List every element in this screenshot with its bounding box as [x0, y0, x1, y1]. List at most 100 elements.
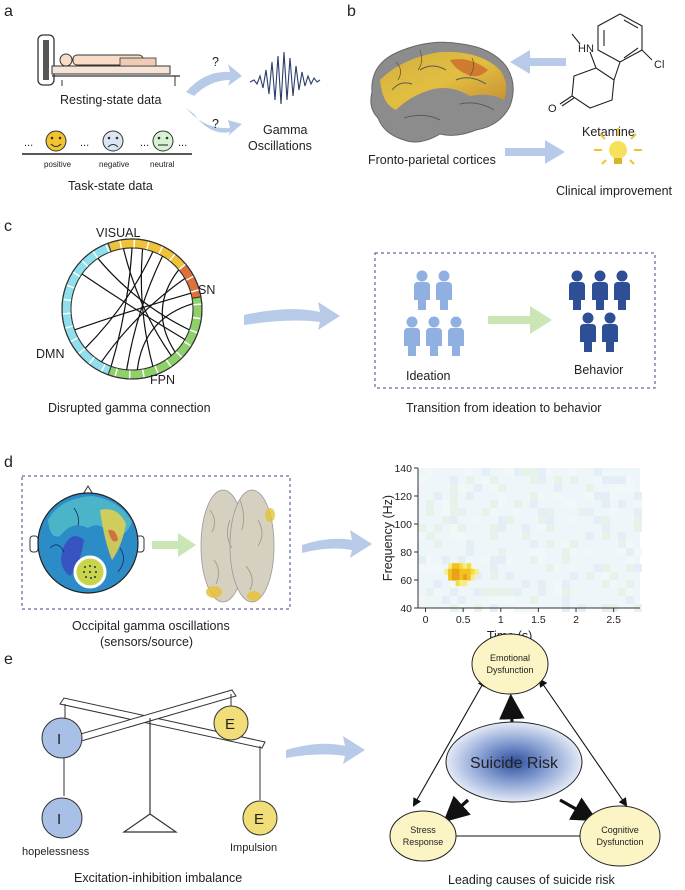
svg-text:I: I	[57, 731, 61, 748]
y-tick-label: 60	[400, 575, 412, 587]
person-icon	[569, 270, 585, 310]
heatmap-cell	[455, 574, 460, 581]
heatmap-cell	[448, 574, 453, 581]
ellipsis-3: ...	[140, 137, 149, 149]
ring-divider	[185, 275, 195, 282]
svg-text:Dysfunction: Dysfunction	[596, 837, 643, 847]
heatmap-cell	[474, 568, 479, 575]
gamma-connection-chord	[101, 278, 186, 363]
network-label-sn: SN	[198, 283, 215, 297]
gamma-waveform-icon	[249, 51, 321, 105]
edge-center-stress	[443, 795, 471, 823]
ideation-people-icon	[404, 270, 464, 356]
face-label-positive: positive	[44, 160, 72, 169]
ring-divider	[165, 359, 172, 368]
y-tick-label: 140	[394, 463, 412, 475]
ring-divider	[77, 347, 86, 355]
ring-divider	[190, 288, 200, 293]
person-icon	[436, 270, 452, 310]
node-emotional-dysfunction: Emotional Dysfunction	[471, 633, 549, 695]
person-icon	[448, 316, 464, 356]
ei-imbalance-caption: Excitation-inhibition imbalance	[74, 871, 242, 885]
heatmap-cell	[455, 580, 460, 587]
ring-divider	[183, 340, 192, 347]
y-tick-label: 120	[394, 491, 412, 503]
arrow-d-icon	[302, 530, 372, 558]
inhibition-node-upper: I	[41, 717, 83, 759]
heatmap-cell	[448, 568, 453, 575]
panel-d: d	[4, 454, 642, 649]
x-tick-label: 0	[423, 614, 429, 626]
transition-caption: Transition from ideation to behavior	[406, 401, 601, 415]
chart-cells	[444, 563, 479, 587]
leading-causes-caption: Leading causes of suicide risk	[448, 873, 616, 887]
person-icon	[602, 312, 618, 352]
heatmap-cell	[466, 574, 472, 581]
panel-b-letter: b	[347, 3, 356, 20]
ideation-label: Ideation	[406, 369, 451, 383]
question-mark-1: ?	[212, 55, 219, 69]
svg-text:I: I	[57, 811, 61, 828]
ring-divider	[192, 303, 202, 306]
x-tick-label: 1	[498, 614, 504, 626]
x-tick-label: 2	[573, 614, 579, 626]
heatmap-cell	[463, 580, 468, 587]
face-label-neutral: neutral	[150, 160, 175, 169]
balance-scale-icon	[59, 689, 266, 833]
node-suicide-risk: Suicide Risk	[445, 721, 583, 803]
gamma-label-line2: Oscillations	[248, 139, 312, 153]
heatmap-cell	[459, 563, 464, 570]
cortex-brain-icon	[370, 41, 514, 143]
node-stress-response: Stress Response	[389, 810, 457, 862]
ring-divider	[114, 368, 118, 378]
svg-text:Response: Response	[403, 837, 444, 847]
topomap-head-icon	[29, 485, 145, 594]
ring-divider	[100, 363, 106, 373]
heatmap-cell	[470, 574, 475, 581]
light-bulb-icon	[594, 128, 642, 165]
person-icon	[592, 270, 608, 310]
heatmap-cell	[463, 563, 468, 570]
molecule-cl-label: Cl	[654, 59, 664, 71]
ring-divider	[88, 356, 96, 365]
panel-d-letter: d	[4, 454, 13, 471]
ring-divider	[168, 253, 176, 262]
ring-divider	[72, 271, 81, 278]
neutral-face-icon	[152, 130, 174, 152]
svg-text:Dysfunction: Dysfunction	[486, 665, 533, 675]
network-label-visual: VISUAL	[96, 226, 141, 240]
gamma-connection-chord	[97, 258, 190, 331]
ideation-behavior-box	[374, 252, 656, 389]
gamma-connection-chord	[74, 292, 192, 331]
ring-divider	[175, 350, 183, 359]
panel-c-letter: c	[4, 218, 12, 235]
heatmap-cell	[463, 574, 468, 581]
person-icon	[580, 312, 596, 352]
svg-text:E: E	[225, 716, 235, 733]
behavior-label: Behavior	[574, 363, 623, 377]
edge-emotional-cognitive	[538, 678, 628, 807]
ring-divider	[105, 243, 110, 253]
y-tick-label: 100	[394, 519, 412, 531]
risk-network: Emotional Dysfunction Suicide Risk Stres…	[389, 633, 661, 867]
svg-text:E: E	[254, 811, 264, 828]
ketamine-label: Ketamine	[582, 125, 635, 139]
person-icon	[614, 270, 630, 310]
gamma-connection-chord	[81, 273, 186, 341]
ketamine-molecule-icon	[559, 13, 653, 109]
edge-emotional-stress	[412, 678, 487, 807]
heatmap-cell	[470, 568, 475, 575]
edge-center-cognitive	[559, 797, 598, 822]
occipital-caption-line1: Occipital gamma oscillations	[72, 619, 230, 633]
arrow-cortex-to-improvement-icon	[505, 140, 565, 164]
ring-divider	[158, 245, 164, 255]
arrow-ketamine-to-cortex-icon	[510, 50, 566, 74]
person-icon	[404, 316, 420, 356]
arrow-c-icon	[244, 302, 340, 330]
chart-y-label: Frequency (Hz)	[381, 495, 395, 581]
question-mark-2: ?	[212, 117, 219, 131]
source-brain-icon	[200, 489, 275, 603]
ring-divider	[64, 325, 74, 330]
ellipsis-2: ...	[80, 137, 89, 149]
curved-arrow-upper-icon	[186, 64, 242, 96]
